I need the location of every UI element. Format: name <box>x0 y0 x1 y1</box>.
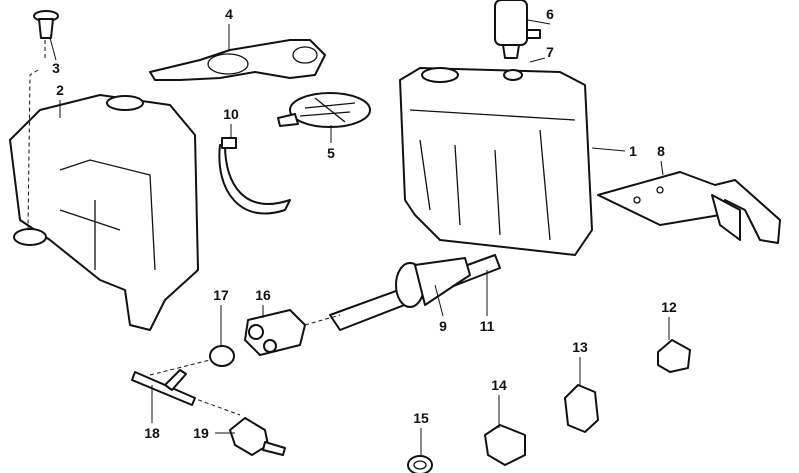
part-9-level-sensor[interactable] <box>395 257 471 308</box>
callout-9[interactable]: 9 <box>439 318 447 334</box>
callout-12[interactable]: 12 <box>661 299 677 315</box>
part-10-strap[interactable] <box>218 137 291 215</box>
part-5-grille[interactable] <box>277 92 371 128</box>
part-19-check-valve[interactable] <box>229 417 286 456</box>
callout-5[interactable]: 5 <box>327 145 335 161</box>
callout-15[interactable]: 15 <box>413 410 429 426</box>
part-16-connector[interactable] <box>244 309 341 356</box>
part-17-hose-clip[interactable] <box>149 345 241 416</box>
callout-7[interactable]: 7 <box>546 44 554 60</box>
part-1-reservoir[interactable] <box>399 67 593 256</box>
part-3-plug[interactable] <box>27 10 59 231</box>
part-18-t-connector[interactable] <box>131 369 196 406</box>
callout-19[interactable]: 19 <box>193 425 209 441</box>
part-2-holder[interactable] <box>9 94 199 331</box>
callout-2[interactable]: 2 <box>56 82 64 98</box>
callout-10[interactable]: 10 <box>223 106 239 122</box>
part-12-clip[interactable] <box>657 339 691 373</box>
part-7-grommet[interactable] <box>503 57 546 81</box>
callout-16[interactable]: 16 <box>255 287 271 303</box>
part-14-clip[interactable] <box>484 424 526 466</box>
callout-14[interactable]: 14 <box>491 377 507 393</box>
callout-8[interactable]: 8 <box>657 143 665 159</box>
part-4-ring-tool[interactable] <box>149 39 326 81</box>
callout-18[interactable]: 18 <box>144 425 160 441</box>
part-6-pump[interactable] <box>494 0 541 59</box>
callout-11[interactable]: 11 <box>479 318 495 334</box>
part-13-clip[interactable] <box>564 384 599 433</box>
callout-3[interactable]: 3 <box>52 60 60 76</box>
part-8-bracket[interactable] <box>597 171 781 244</box>
callout-13[interactable]: 13 <box>572 339 588 355</box>
callout-17[interactable]: 17 <box>213 287 229 303</box>
part-15-bushing[interactable] <box>407 455 433 473</box>
callout-1[interactable]: 1 <box>629 143 637 159</box>
callout-6[interactable]: 6 <box>546 6 554 22</box>
callout-4[interactable]: 4 <box>225 6 233 22</box>
